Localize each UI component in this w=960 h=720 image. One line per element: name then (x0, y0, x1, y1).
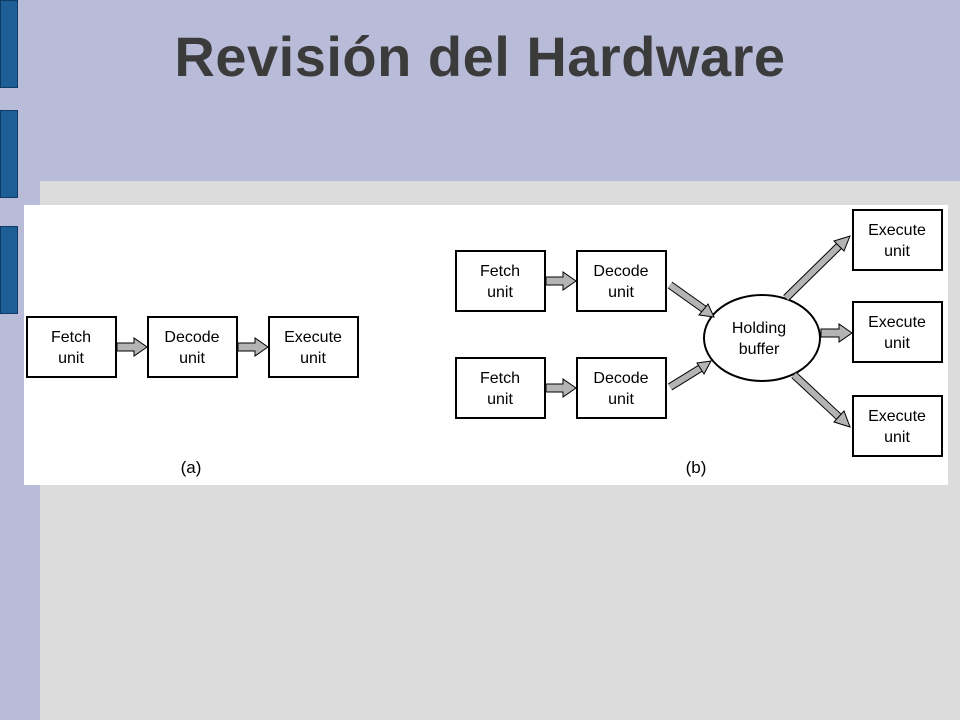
b-execute3-label-1: Execute (868, 408, 926, 425)
left-decor-bar-2 (0, 110, 18, 198)
b-holding-buffer: Holding buffer (703, 294, 821, 382)
a-fetch-label-1: Fetch (51, 329, 91, 346)
b-arrow-decode1-buffer (667, 281, 715, 318)
a-arrow-decode-execute (237, 337, 269, 357)
b-arrow-fetch2-decode2 (545, 378, 577, 398)
b-fetch-unit-1: Fetch unit (455, 250, 546, 312)
b-fetch1-label-2: unit (487, 284, 513, 301)
b-decode1-label-2: unit (608, 284, 634, 301)
b-execute2-label-1: Execute (868, 314, 926, 331)
a-arrow-fetch-decode (116, 337, 148, 357)
a-decode-label-1: Decode (164, 329, 219, 346)
b-fetch2-label-2: unit (487, 391, 513, 408)
b-fetch-unit-2: Fetch unit (455, 357, 546, 419)
b-decode-unit-1: Decode unit (576, 250, 667, 312)
a-execute-label-2: unit (300, 350, 326, 367)
b-execute2-label-2: unit (884, 335, 910, 352)
b-execute3-label-2: unit (884, 429, 910, 446)
b-execute-unit-1: Execute unit (852, 209, 943, 271)
diagram-a: Fetch unit Decode unit Execute unit (a) (26, 316, 359, 477)
slide-title: Revisión del Hardware (174, 25, 786, 88)
b-fetch2-label-1: Fetch (480, 370, 520, 387)
b-execute1-label-2: unit (884, 243, 910, 260)
a-execute-label-1: Execute (284, 329, 342, 346)
diagram-b: Fetch unit Decode unit Fetch unit Decode… (455, 209, 943, 477)
b-decode2-label-1: Decode (593, 370, 648, 387)
b-execute-unit-3: Execute unit (852, 395, 943, 457)
caption-b: (b) (686, 458, 707, 477)
b-decode2-label-2: unit (608, 391, 634, 408)
b-arrow-buffer-execute2 (820, 323, 853, 343)
left-decor-bar-1 (0, 0, 18, 88)
a-execute-unit: Execute unit (268, 316, 359, 378)
a-fetch-unit: Fetch unit (26, 316, 117, 378)
figure-panel: Fetch unit Decode unit Execute unit (a) (24, 205, 948, 485)
b-arrow-buffer-execute3 (791, 372, 851, 428)
b-arrow-fetch1-decode1 (545, 271, 577, 291)
b-fetch1-label-1: Fetch (480, 263, 520, 280)
b-buffer-label-1: Holding (732, 320, 786, 337)
pipeline-diagram: Fetch unit Decode unit Execute unit (a) (26, 209, 943, 477)
b-arrow-buffer-execute1 (783, 235, 851, 301)
a-decode-unit: Decode unit (147, 316, 238, 378)
a-decode-label-2: unit (179, 350, 205, 367)
b-execute-unit-2: Execute unit (852, 301, 943, 363)
b-arrow-decode2-buffer (667, 360, 712, 391)
a-fetch-label-2: unit (58, 350, 84, 367)
b-decode-unit-2: Decode unit (576, 357, 667, 419)
left-decor-bar-3 (0, 226, 18, 314)
caption-a: (a) (181, 458, 202, 477)
b-decode1-label-1: Decode (593, 263, 648, 280)
b-execute1-label-1: Execute (868, 222, 926, 239)
b-buffer-label-2: buffer (739, 341, 780, 358)
